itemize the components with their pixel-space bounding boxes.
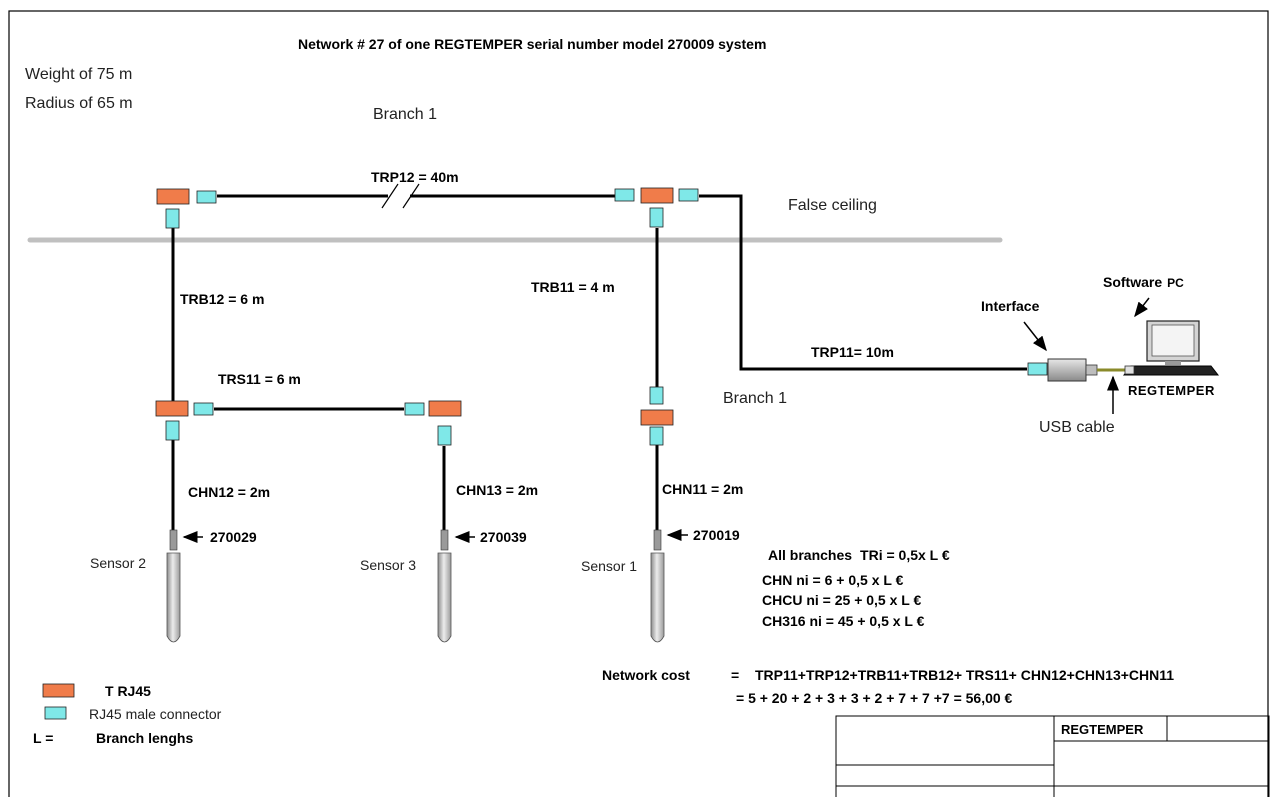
interface-pointer [1023,321,1047,352]
rj45-connector [196,190,217,204]
keyboard [1122,365,1220,376]
price-ch316: CH316 ni = 45 + 0,5 x L € [762,613,925,629]
sensor-1: 270019 Sensor 1 [581,527,740,643]
chn11-label: CHN11 = 2m [662,481,743,497]
radius-label: Radius of 65 m [25,95,133,112]
legend-connector-swatch [44,706,67,720]
interface-box [1047,358,1087,382]
rj45-connector [165,208,180,229]
interface-label: Interface [981,298,1040,314]
title-block-name: REGTEMPER [1061,722,1144,737]
network-cost-label: Network cost [602,667,690,683]
monitor-neck [1165,361,1181,365]
sensor-probe [650,552,665,643]
all-branches-label: All branches TRi = 0,5x L € [768,547,950,563]
monitor-screen [1151,324,1195,357]
legend-tee-swatch [42,683,75,698]
computer-icon [1122,320,1220,376]
software-pc-text: PC [1167,276,1184,290]
tee-rj45-top-left [156,188,190,205]
trs11-label: TRS11 = 6 m [218,371,301,387]
sensor-serial: 270019 [693,527,740,543]
rj45-connector [1027,362,1048,376]
regtemper-pc-label: REGTEMPER [1128,383,1215,398]
cable-break-mark-2 [402,183,420,209]
rj45-connector [649,386,664,405]
sensor-2: 270029 Sensor 2 [90,529,257,643]
software-text: Software [1103,274,1162,290]
legend-tee-label: T RJ45 [105,683,151,699]
cable-trp11 [699,194,1027,371]
sensor-name: Sensor 2 [90,555,146,571]
rj45-connector [614,188,635,202]
pc-usb-port [1124,365,1135,375]
sensor-probe [437,552,452,643]
sensor-3: 270039 Sensor 3 [360,529,527,643]
tee-rj45-branch1 [640,409,674,426]
sensor-gland [440,529,449,551]
rj45-connector [678,188,699,202]
tee-rj45-mid-left [155,400,189,417]
trb11-label: TRB11 = 4 m [531,279,615,295]
network-cost-eq: = [731,667,739,683]
network-cost-formula: TRP11+TRP12+TRB11+TRB12+ TRS11+ CHN12+CH… [755,667,1174,683]
weight-label: Weight of 75 m [25,66,132,83]
chn12-label: CHN12 = 2m [188,484,270,500]
price-chcu: CHCU ni = 25 + 0,5 x L € [762,592,921,608]
title-block-frame [835,715,1270,802]
sensor-gland [169,529,178,551]
page-title: Network # 27 of one REGTEMPER serial num… [298,36,766,52]
rj45-connector [649,426,664,446]
sensor-serial: 270039 [480,529,527,545]
usb-cable-label: USB cable [1039,419,1115,436]
sensor-name: Sensor 1 [581,558,637,574]
branch-label-top: Branch 1 [373,106,437,123]
sensor-probe [166,552,181,643]
chn13-label: CHN13 = 2m [456,482,538,498]
legend-l-label: L = [33,730,53,746]
network-cost-result: = 5 + 20 + 2 + 3 + 3 + 2 + 7 + 7 +7 = 56… [736,690,1013,706]
rj45-connector [649,207,664,228]
trp12-label: TRP12 = 40m [371,169,459,185]
branch-label-mid: Branch 1 [723,390,787,407]
sensor-name: Sensor 3 [360,557,416,573]
tee-rj45-mid-right [428,400,462,417]
interface-plug [1085,364,1098,376]
cable-break-gap [388,188,410,204]
rj45-connector [193,402,214,416]
tri-formula: TRi = 0,5x L € [860,547,950,563]
false-ceiling-label: False ceiling [788,197,877,214]
sensor-gland [653,529,662,551]
legend-connector-label: RJ45 male connector [89,706,222,722]
rj45-connector [404,402,425,416]
tee-rj45-top-right [640,187,674,204]
sensor-serial: 270029 [210,529,257,545]
legend-branch-lengths: Branch lenghs [96,730,193,746]
trb12-label: TRB12 = 6 m [180,291,264,307]
all-branches-text: All branches [768,547,852,563]
software-label: Software PC [1103,274,1184,290]
pc-pointer [1134,297,1150,318]
price-chn: CHN ni = 6 + 0,5 x L € [762,572,904,588]
rj45-connector [437,425,452,446]
trp11-label: TRP11= 10m [811,344,894,360]
title-block: REGTEMPER [835,715,1270,802]
rj45-connector [165,420,180,441]
cable-break-mark-1 [381,183,399,209]
